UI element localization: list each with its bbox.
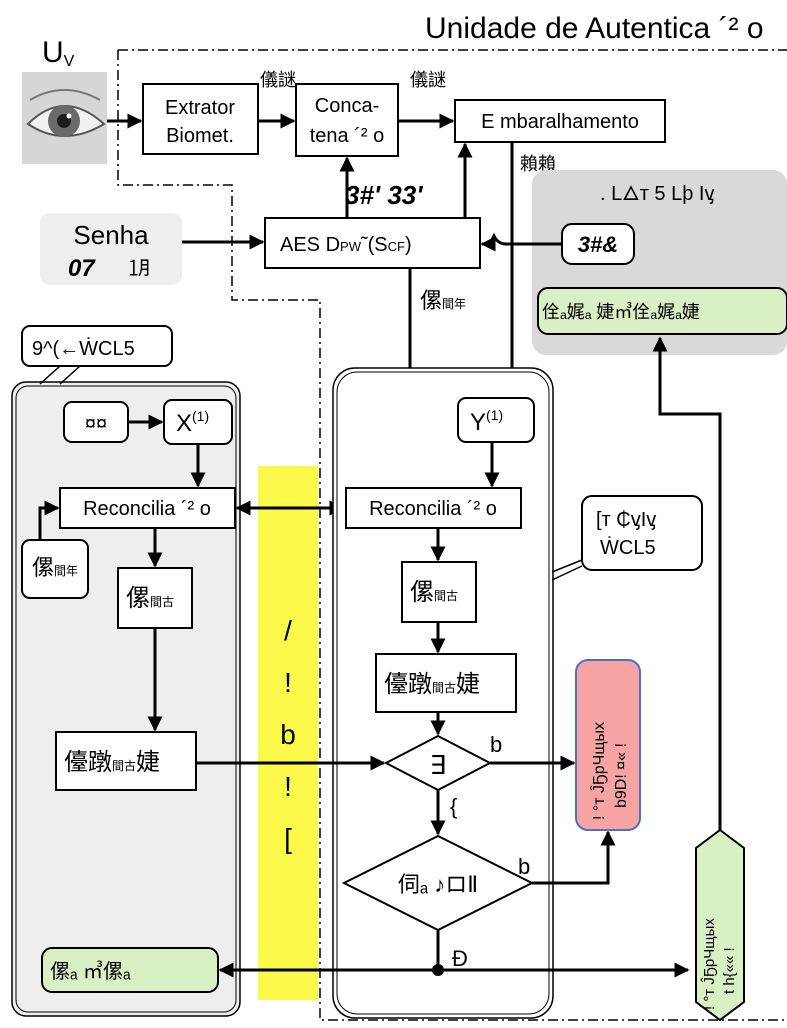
concat-label-2: tena ´² o xyxy=(310,125,384,147)
reject-label-1: ! °т ĴҔрЧщых xyxy=(589,722,608,820)
channel-char-5: [ xyxy=(284,823,292,854)
shuffle-label: E mbaralhamento xyxy=(481,111,639,133)
decision-2-yes: b xyxy=(518,854,530,879)
channel-char-4: ! xyxy=(284,771,292,802)
decision-1-label: ∃ xyxy=(430,750,446,780)
channel-char-3: b xyxy=(280,719,296,750)
right-tab-pointer xyxy=(552,560,582,580)
right-tab-label-2: ẆCL5 xyxy=(600,536,656,559)
decision-1-yes: b xyxy=(490,732,502,757)
left-reconcile-label: Reconcilia ´² o xyxy=(83,498,211,520)
aes-output-label: 3#' 33' xyxy=(345,180,423,210)
right-result-label: 佺ₐ娓ₐ 婕㎥佺ₐ娓ₐ婕 xyxy=(542,302,700,322)
left-result-label: 傫ₐ ㎥傫ₐ xyxy=(50,959,131,983)
concat-label-1: Conca- xyxy=(315,95,379,117)
decision-2-no: Ð xyxy=(452,946,468,971)
password-label: Senha xyxy=(73,220,149,250)
extractor-label-1: Extrator xyxy=(165,97,235,119)
left-tab-label: 9^(←ẆCL5 xyxy=(32,337,135,360)
accept-label-1: ! °т ĴҔрЧщых xyxy=(701,918,718,1010)
glyph-label-a: 儀謎 xyxy=(260,70,296,90)
decision-2-label: 伺ₐ ♪ロⅡ xyxy=(398,872,478,897)
right-tab-label-1: [т ₵ᶌIᶌ xyxy=(596,509,656,531)
unit-title: Unidade de Autentica ´² o xyxy=(425,12,764,45)
glyph-label-b: 儀謎 xyxy=(410,70,446,90)
password-value: 07 xyxy=(68,255,96,282)
user-label: UV xyxy=(42,36,75,70)
arrow-accept-to-result xyxy=(660,338,720,830)
channel-char-2: ! xyxy=(284,667,292,698)
left-input-label: ¤¤ xyxy=(85,413,107,435)
reject-box xyxy=(576,660,640,830)
right-block-header: . L🜂т 5 Lþ Iᶌ xyxy=(600,183,714,205)
decision-1-no: { xyxy=(450,794,457,819)
eye-icon xyxy=(22,72,107,164)
accept-label-2: t h{«« ! xyxy=(721,947,738,994)
right-reconcile-label: Reconcilia ´² o xyxy=(369,498,497,520)
extractor-label-2: Biomet. xyxy=(166,125,234,147)
key-label: 3#& xyxy=(578,232,618,257)
reject-label-2: b9D! ¤« ! xyxy=(613,743,630,808)
password-symbol: ㋀ xyxy=(128,256,150,281)
glyph-label-d: 傫間年 xyxy=(420,288,466,313)
channel-char-1: / xyxy=(284,615,292,646)
left-panel xyxy=(12,382,240,1016)
